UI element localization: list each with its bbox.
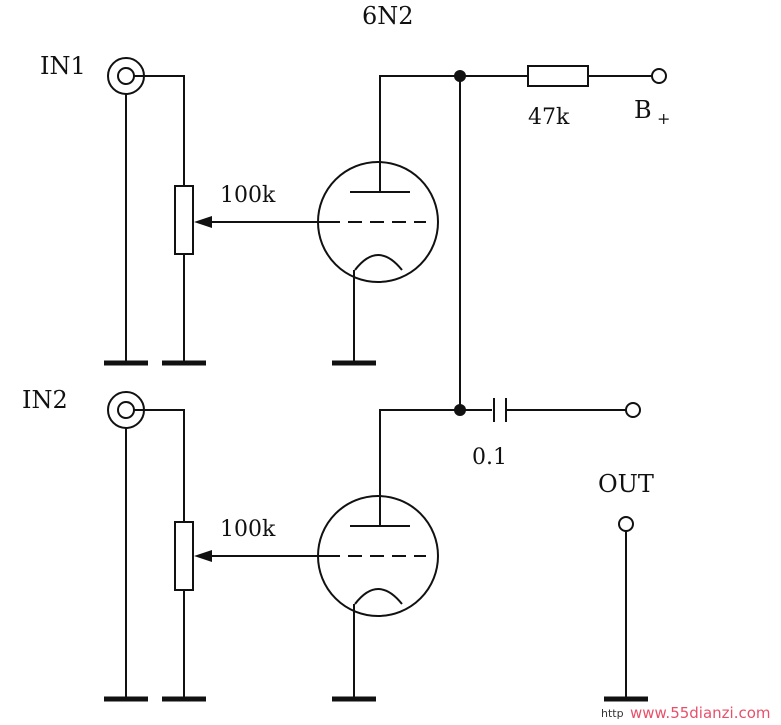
- pot1-wiper-arrow: [194, 216, 212, 228]
- potentiometer-2: [174, 521, 194, 591]
- tube-type-label: 6N2: [362, 2, 414, 30]
- pot1-value-label: 100k: [220, 183, 276, 208]
- resistor-value-label: 47k: [528, 105, 570, 130]
- b-plus-label: B: [634, 96, 652, 124]
- resistor-47k: [527, 65, 589, 87]
- capacitor-0-1: [493, 398, 507, 422]
- in1-label: IN1: [40, 52, 86, 80]
- potentiometer-1: [174, 185, 194, 255]
- b-plus-terminal: [651, 68, 667, 84]
- pot2-wiper-arrow: [194, 550, 212, 562]
- output-terminal-signal: [625, 402, 641, 418]
- triode1-plate-wire: [379, 75, 528, 192]
- watermark-text: www.55dianzi.com: [630, 704, 771, 722]
- watermark-prefix: http: [601, 707, 624, 720]
- jack2-signal-wire: [134, 409, 185, 522]
- triode-2: [317, 495, 439, 617]
- pot2-value-label: 100k: [220, 517, 276, 542]
- in2-label: IN2: [22, 386, 68, 414]
- output-terminal-ground: [618, 516, 634, 532]
- triode-1: [317, 161, 439, 283]
- junction-dot: [454, 404, 466, 416]
- b-plus-subscript: +: [657, 109, 670, 128]
- out-label: OUT: [598, 470, 654, 498]
- jack1-signal-wire: [134, 75, 185, 186]
- capacitor-value-label: 0.1: [472, 445, 507, 470]
